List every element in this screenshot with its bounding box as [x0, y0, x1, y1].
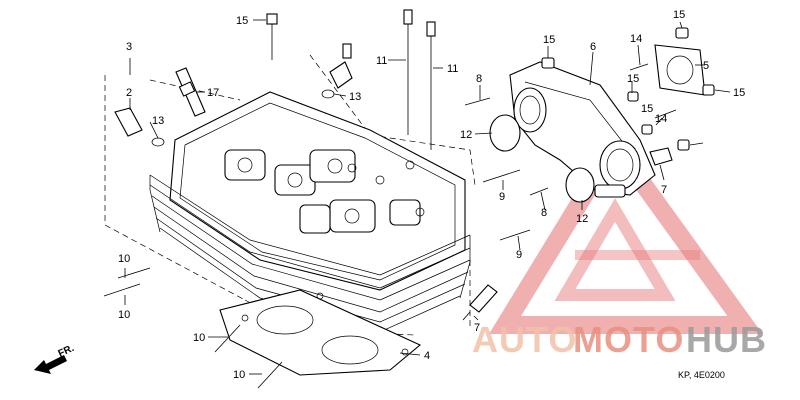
callout-2: 2: [126, 87, 132, 99]
callout-15-mid: 15: [627, 73, 639, 85]
sensor: [114, 107, 165, 147]
watermark-text: AUTO MOTO HUB: [472, 319, 767, 360]
manifold-studs: [464, 27, 715, 241]
callout-13-left: 13: [152, 115, 164, 127]
callout-7-clamp: 7: [661, 184, 667, 196]
long-bolts: [403, 9, 436, 150]
callout-15-nut: 15: [543, 34, 555, 46]
callout-8-lower: 8: [541, 207, 547, 219]
watermark-logo: [488, 128, 763, 334]
callout-10-a: 10: [118, 253, 130, 265]
spark-plug: [175, 67, 206, 117]
callout-9-upper: 9: [499, 191, 505, 203]
flange-bolt: [266, 13, 278, 60]
callout-5: 5: [703, 60, 709, 72]
callout-15-lower: 15: [641, 103, 653, 115]
spark-plug-lower: [462, 284, 498, 321]
callout-11-right: 11: [447, 63, 458, 75]
callout-6: 6: [590, 41, 596, 53]
callout-15-right: 15: [733, 87, 745, 99]
front-direction-arrow: FR.: [34, 343, 76, 374]
callout-17: 17: [207, 87, 219, 99]
callout-14-upper: 14: [630, 33, 642, 45]
callout-4: 4: [424, 350, 430, 362]
leader-lines: [124, 19, 731, 375]
callout-10-d: 10: [233, 369, 245, 381]
studs: [103, 267, 283, 389]
callout-15-bolt: 15: [236, 15, 248, 27]
callout-labels: 15 3 2 17 13 13 11 11 8 12 9 8 9 15 6 14…: [118, 9, 745, 381]
callout-7-plug: 7: [474, 322, 480, 334]
callout-12-upper: 12: [460, 129, 472, 141]
front-arrow-label: FR.: [57, 343, 76, 360]
watermark-word-hub: HUB: [686, 319, 767, 360]
diagram-code: KP, 4E0200: [678, 370, 725, 380]
o-ring-upper: [489, 114, 521, 152]
cooling-fins: [149, 174, 471, 333]
intake-manifold: [509, 61, 656, 198]
o-ring-lower: [565, 167, 595, 203]
callout-9-lower: 9: [516, 249, 522, 261]
callout-12-lower: 12: [576, 213, 588, 225]
callout-3: 3: [126, 41, 132, 53]
watermark-word-auto: AUTO: [472, 319, 577, 360]
head-gasket: [219, 289, 422, 376]
watermark-word-moto: MOTO: [573, 319, 684, 360]
callout-10-b: 10: [118, 309, 130, 321]
callout-13-top: 13: [349, 91, 361, 103]
callout-11-left: 11: [376, 55, 387, 67]
cylinder-head: [104, 54, 476, 336]
callout-8-upper: 8: [476, 73, 482, 85]
callout-14-lower: 14: [655, 113, 667, 125]
callout-15-top: 15: [673, 9, 685, 21]
flange-gasket: [654, 44, 706, 96]
sensor-top: [321, 43, 353, 99]
camshaft-bosses: [224, 149, 425, 234]
callout-10-c: 10: [193, 332, 205, 344]
